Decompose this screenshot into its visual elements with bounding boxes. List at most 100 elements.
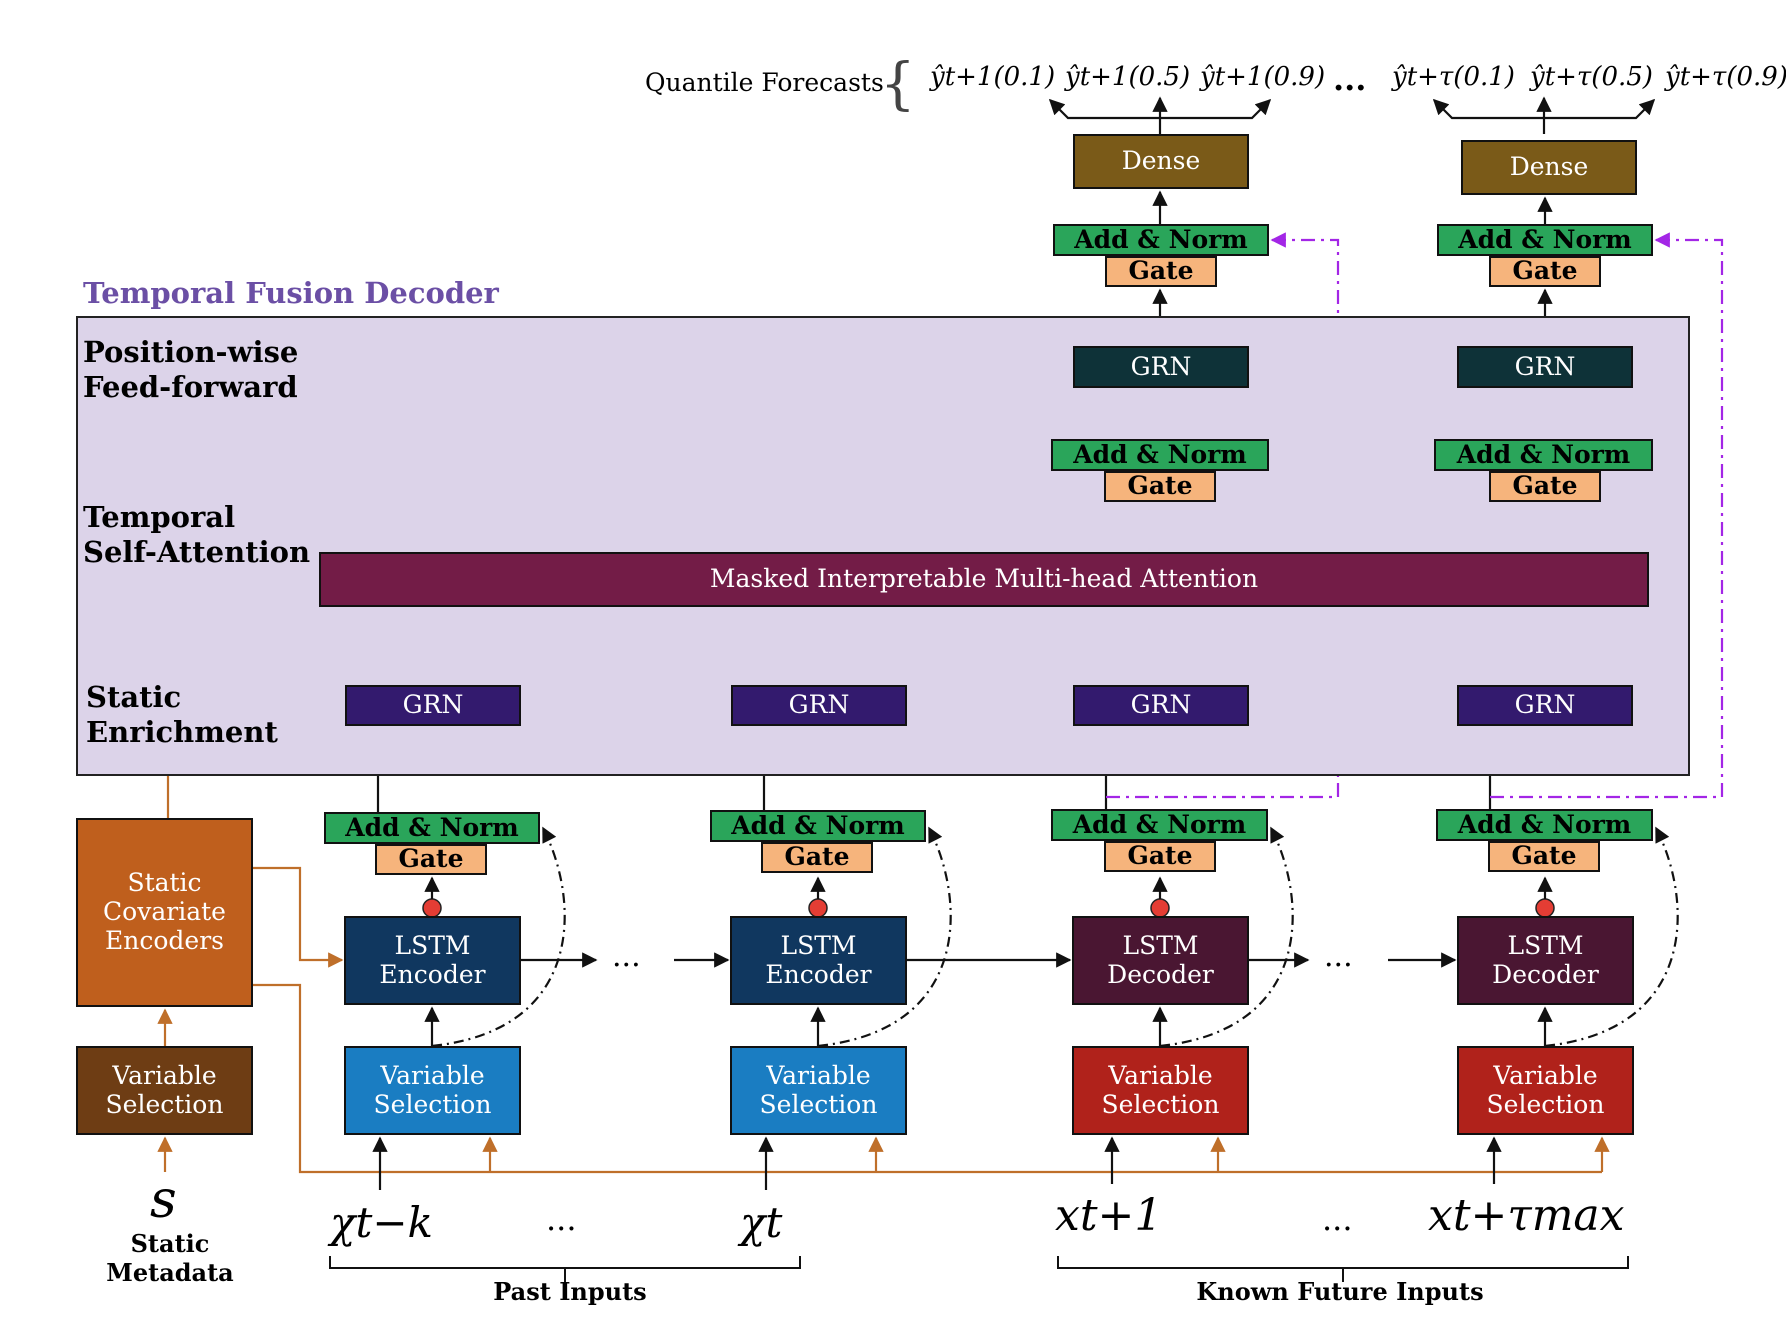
add-norm-attention-2: Add & Norm	[1434, 439, 1653, 471]
lstm-encoder-2: LSTM Encoder	[730, 916, 907, 1005]
block-line-1: Variable	[766, 1060, 871, 1090]
block-line-1: Variable	[112, 1060, 217, 1090]
gate-lstm-2: Gate	[761, 842, 873, 873]
connector-path	[1159, 826, 1294, 1048]
connector-path	[1490, 232, 1724, 799]
grn-enrichment-3: GRN	[1073, 685, 1249, 726]
known-future-inputs-label: Known Future Inputs	[1196, 1277, 1484, 1306]
forecast-ellipsis: ...	[1333, 60, 1367, 98]
block-line-2: Decoder	[1492, 959, 1599, 989]
block-line-2: Selection	[373, 1089, 492, 1119]
label-line-1: Static	[130, 1229, 210, 1258]
forecast-ttau-q09: ŷt+τ(0.9)	[1665, 62, 1786, 92]
block-line-1: Variable	[380, 1060, 485, 1090]
dense-block-1: Dense	[1073, 134, 1249, 189]
variable-selection-static: Variable Selection	[76, 1046, 253, 1135]
panel-title: Temporal Fusion Decoder	[83, 276, 499, 310]
add-norm-lstm-1: Add & Norm	[324, 812, 540, 844]
curly-brace: {	[880, 52, 916, 117]
block-line-1: Static	[127, 868, 202, 898]
forecast-t1-q09: ŷt+1(0.9)	[1200, 62, 1326, 92]
lstm-decoder-2: LSTM Decoder	[1457, 916, 1634, 1005]
add-norm-lstm-2: Add & Norm	[710, 810, 926, 842]
input-past-first: χt−k	[330, 1198, 433, 1247]
connector-path	[329, 1256, 801, 1269]
input-past-ellipsis: ...	[546, 1200, 577, 1238]
block-line-2: Selection	[105, 1089, 224, 1119]
block-line-1: Variable	[1108, 1060, 1213, 1090]
dense-block-2: Dense	[1461, 140, 1637, 195]
block-line-1: LSTM	[780, 930, 857, 960]
section-label-position-wise: Position-wise Feed-forward	[83, 335, 298, 405]
block-line-1: LSTM	[1507, 930, 1584, 960]
forecast-t1-q05: ŷt+1(0.5)	[1065, 62, 1191, 92]
input-future-ellipsis: ...	[1322, 1200, 1353, 1238]
block-line-1: LSTM	[394, 930, 471, 960]
section-line-2: Feed-forward	[83, 369, 298, 404]
block-line-3: Encoders	[105, 925, 224, 955]
block-line-2: Selection	[1486, 1089, 1605, 1119]
section-line-2: Self-Attention	[83, 534, 311, 569]
grn-enrichment-1: GRN	[345, 685, 521, 726]
block-line-1: Variable	[1493, 1060, 1598, 1090]
connector-path	[1160, 98, 1272, 120]
grn-enrichment-4: GRN	[1457, 685, 1633, 726]
chain-ellipsis: ...	[612, 939, 641, 974]
connector-path	[1106, 232, 1340, 799]
gate-attention-1: Gate	[1104, 471, 1216, 502]
gate-input-dot	[1535, 898, 1555, 918]
input-past-last: χt	[740, 1198, 783, 1247]
block-line-2: Encoder	[379, 959, 486, 989]
variable-selection-past-1: Variable Selection	[344, 1046, 521, 1135]
gate-lstm-3: Gate	[1104, 841, 1216, 872]
connector-path	[1544, 98, 1656, 120]
variable-selection-future-2: Variable Selection	[1457, 1046, 1634, 1135]
variable-selection-future-1: Variable Selection	[1072, 1046, 1249, 1135]
grn-feedforward-2: GRN	[1457, 346, 1633, 388]
input-future-last: xt+τmax	[1428, 1190, 1625, 1241]
connector-path	[1544, 826, 1679, 1048]
lstm-decoder-1: LSTM Decoder	[1072, 916, 1249, 1005]
gate-output-2: Gate	[1489, 256, 1601, 287]
section-line-1: Position-wise	[83, 335, 299, 369]
grn-enrichment-2: GRN	[731, 685, 907, 726]
gate-lstm-1: Gate	[375, 844, 487, 875]
gate-input-dot	[808, 898, 828, 918]
forecast-t1-q01: ŷt+1(0.1)	[930, 62, 1056, 92]
chain-ellipsis: ...	[1324, 939, 1353, 974]
block-line-2: Covariate	[103, 897, 226, 927]
block-line-1: LSTM	[1122, 930, 1199, 960]
add-norm-lstm-3: Add & Norm	[1051, 809, 1268, 841]
label-line-2: Metadata	[106, 1257, 234, 1287]
connector-path	[817, 826, 952, 1048]
connector-path	[1432, 98, 1544, 120]
block-line-2: Selection	[1101, 1089, 1220, 1119]
input-future-first: xt+1	[1055, 1190, 1163, 1241]
connector-path	[253, 983, 1602, 1174]
static-symbol: s	[150, 1170, 177, 1230]
block-line-2: Selection	[759, 1089, 878, 1119]
gate-input-dot	[1150, 898, 1170, 918]
connector-path	[1048, 98, 1160, 120]
gate-attention-2: Gate	[1489, 471, 1601, 502]
grn-feedforward-1: GRN	[1073, 346, 1249, 388]
section-line-2: Enrichment	[86, 714, 278, 749]
forecast-ttau-q05: ŷt+τ(0.5)	[1530, 62, 1653, 92]
section-line-1: Static	[86, 680, 182, 714]
static-metadata-label: Static Metadata	[100, 1229, 240, 1288]
section-label-static-enrichment: Static Enrichment	[86, 680, 278, 750]
add-norm-output-1: Add & Norm	[1053, 224, 1269, 256]
connector-path	[253, 866, 344, 968]
block-line-2: Encoder	[765, 959, 872, 989]
gate-lstm-4: Gate	[1488, 841, 1600, 872]
quantile-forecasts-label: Quantile Forecasts	[645, 68, 884, 97]
connector-path	[1057, 1256, 1629, 1269]
block-line-2: Decoder	[1107, 959, 1214, 989]
add-norm-output-2: Add & Norm	[1437, 224, 1653, 256]
gate-input-dot	[422, 898, 442, 918]
lstm-encoder-1: LSTM Encoder	[344, 916, 521, 1005]
variable-selection-past-2: Variable Selection	[730, 1046, 907, 1135]
connector-path	[431, 826, 566, 1048]
masked-attention-block: Masked Interpretable Multi-head Attentio…	[319, 552, 1649, 607]
